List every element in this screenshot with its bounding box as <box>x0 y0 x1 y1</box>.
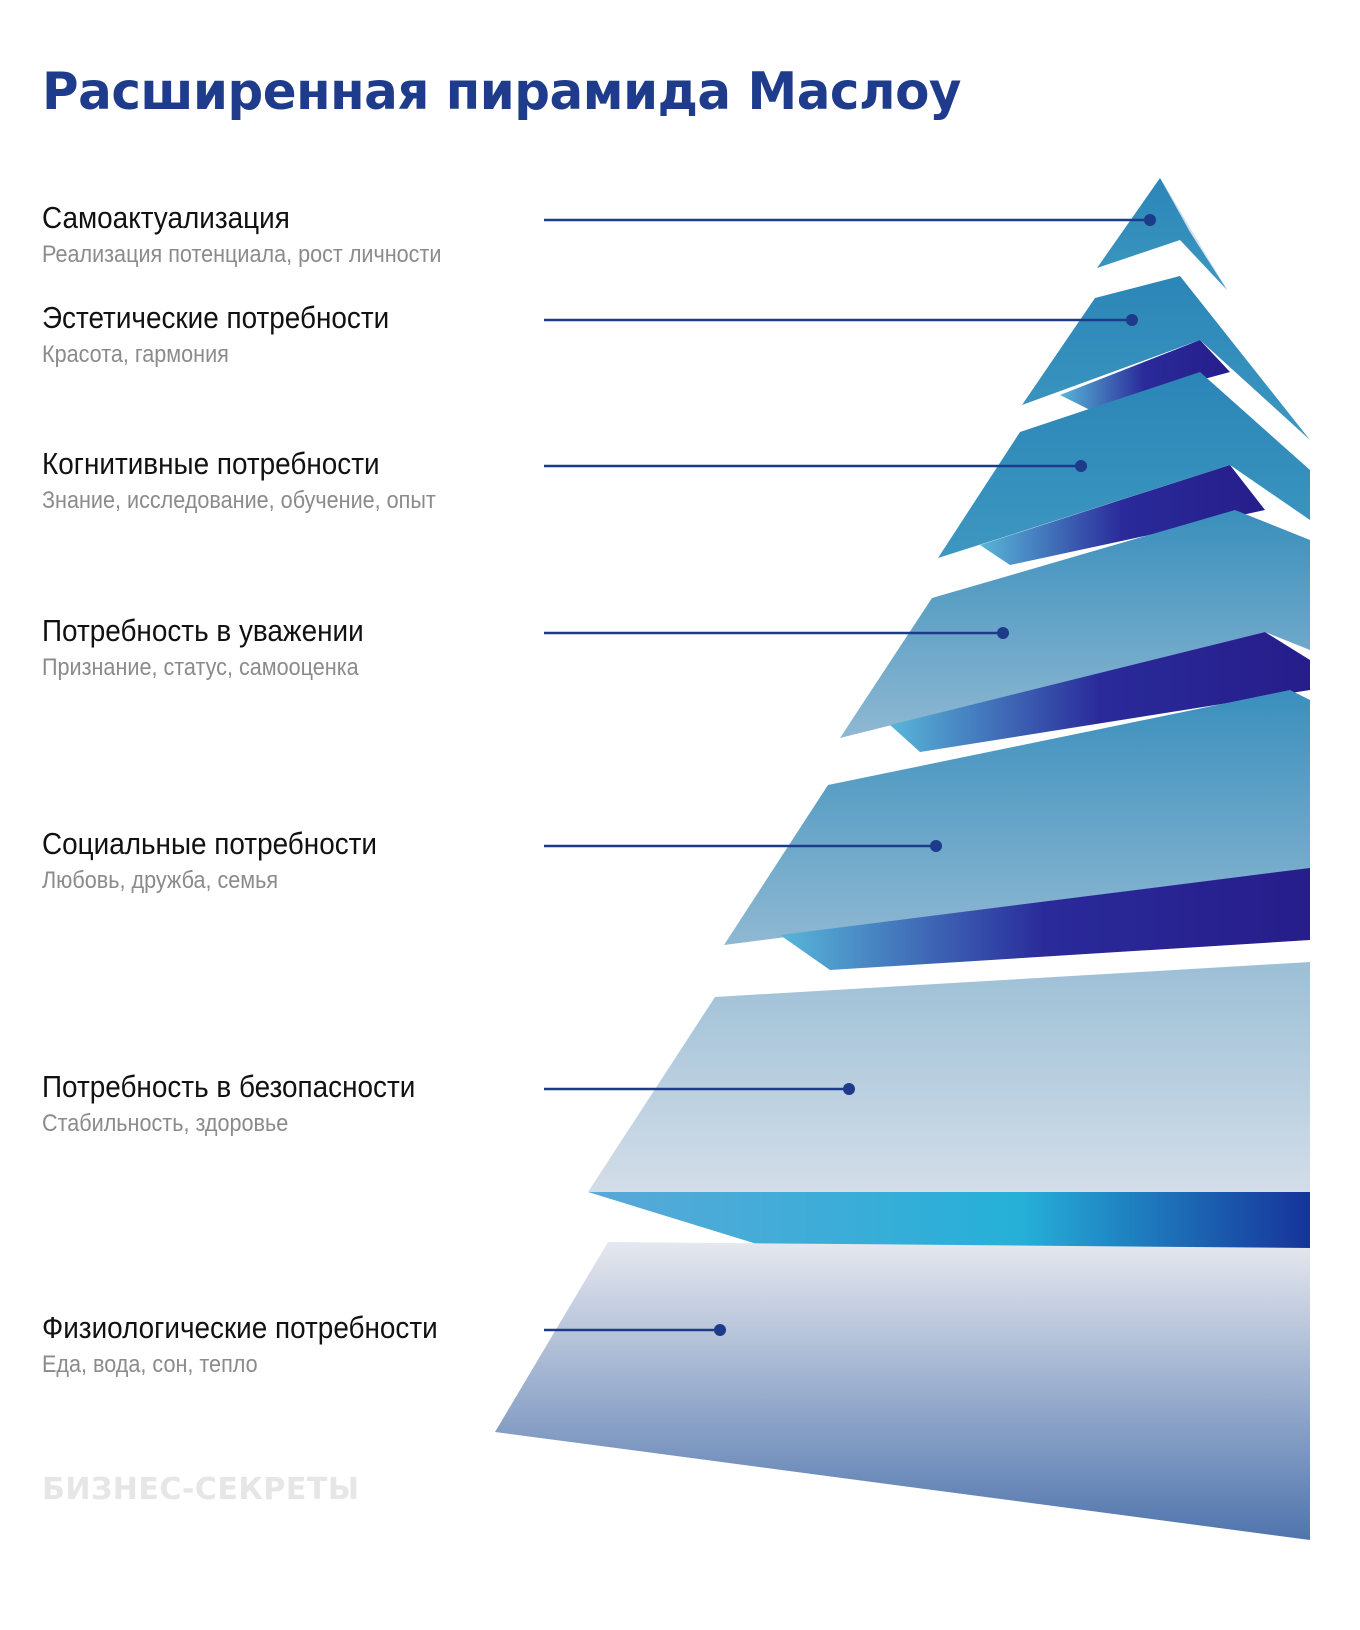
level-name: Физиологические потребности <box>42 1310 438 1345</box>
tier-4-band <box>890 632 1310 752</box>
tier-1-side <box>1160 178 1227 290</box>
level-name: Социальные потребности <box>42 826 378 861</box>
connector-dot <box>714 1324 726 1336</box>
connector-dot <box>1144 214 1156 226</box>
tier-5-band <box>780 868 1310 970</box>
level-name: Когнитивные потребности <box>42 446 380 481</box>
tier-5 <box>724 690 1310 945</box>
level-name: Самоактуализация <box>42 200 290 235</box>
level-description: Еда, вода, сон, тепло <box>42 1351 258 1378</box>
level-name: Потребность в уважении <box>42 613 364 648</box>
level-name: Потребность в безопасности <box>42 1069 416 1104</box>
tier-7 <box>495 1242 1310 1540</box>
brand-logo: БИЗНЕС-СЕКРЕТЫ <box>42 1472 360 1507</box>
tier-6-band <box>588 1192 1310 1248</box>
pyramid-tiers <box>495 178 1310 1540</box>
connector-dot <box>930 840 942 852</box>
tier-6 <box>588 962 1310 1192</box>
page-title: Расширенная пирамида Маслоу <box>42 62 962 122</box>
connectors <box>544 214 1156 1336</box>
connector-dot <box>1126 314 1138 326</box>
tier-3 <box>938 372 1310 558</box>
level-description: Любовь, дружба, семья <box>42 867 279 894</box>
connector-dot <box>1075 460 1087 472</box>
level-description: Стабильность, здоровье <box>42 1110 289 1137</box>
connector-dot <box>997 627 1009 639</box>
level-description: Реализация потенциала, рост личности <box>42 241 442 268</box>
level-name: Эстетические потребности <box>42 300 390 335</box>
tier-4 <box>840 510 1310 738</box>
tier-1 <box>1097 178 1227 290</box>
tier-2-band <box>1060 340 1230 410</box>
level-description: Признание, статус, самооценка <box>42 654 359 681</box>
tier-2 <box>1022 276 1310 440</box>
connector-dot <box>843 1083 855 1095</box>
level-description: Знание, исследование, обучение, опыт <box>42 487 436 514</box>
tier-3-band <box>980 465 1265 565</box>
level-description: Красота, гармония <box>42 341 229 368</box>
